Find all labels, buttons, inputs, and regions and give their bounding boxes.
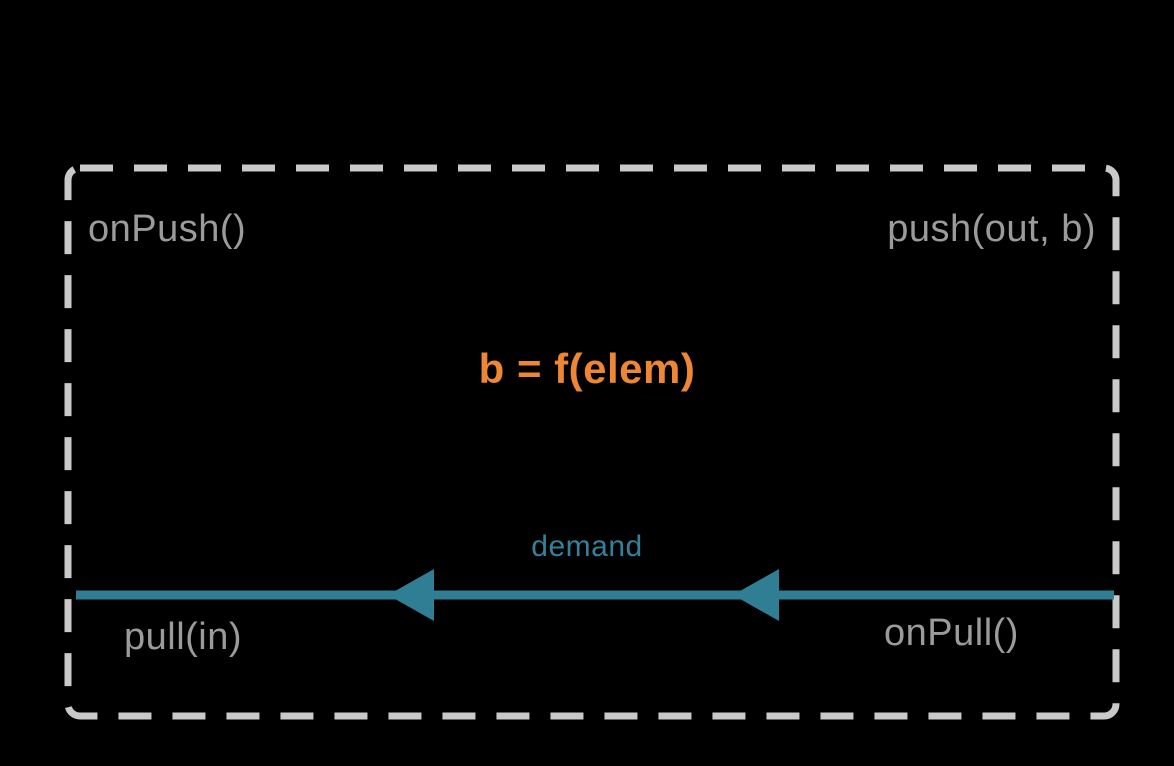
demand-arrowhead-right-icon — [733, 569, 779, 621]
demand-arrowhead-left-icon — [388, 569, 434, 621]
demand-label: demand — [531, 530, 643, 563]
transform-expression-label: b = f(elem) — [478, 345, 696, 392]
on-pull-label: onPull() — [884, 612, 1019, 654]
pull-in-label: pull(in) — [124, 616, 243, 658]
stage-boundary-border — [64, 164, 1120, 720]
on-push-label: onPush() — [88, 208, 247, 250]
push-out-label: push(out, b) — [887, 208, 1096, 250]
